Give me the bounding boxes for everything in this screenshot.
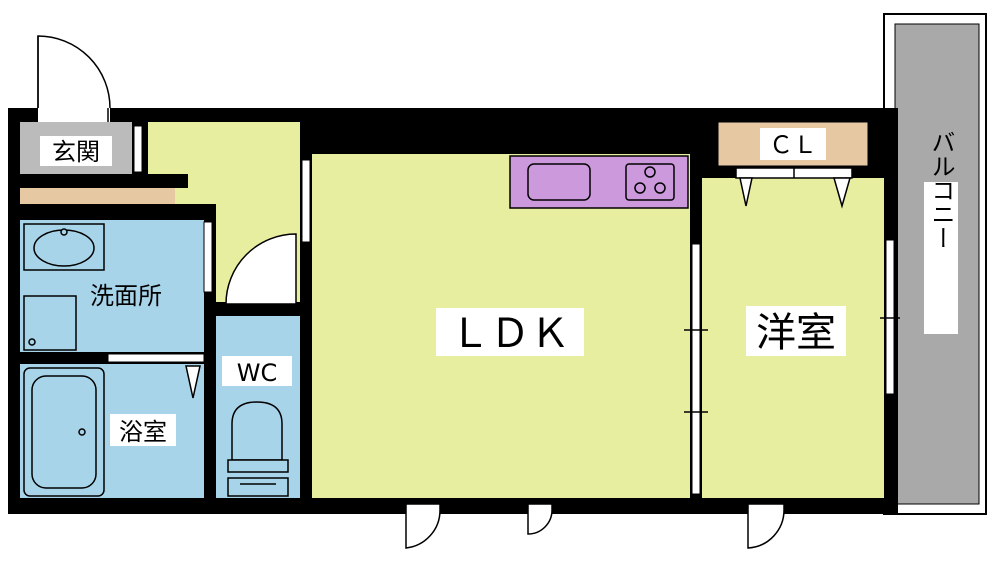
wc-door bbox=[225, 233, 297, 305]
svg-text:玄関: 玄関 bbox=[52, 138, 100, 166]
label-yokushitsu: 浴室 bbox=[110, 414, 176, 446]
label-ldk: ＬＤＫ bbox=[436, 308, 584, 357]
bottom-windows bbox=[405, 503, 785, 549]
svg-text:ＣＬ: ＣＬ bbox=[769, 131, 817, 159]
svg-text:浴室: 浴室 bbox=[119, 418, 167, 446]
label-wc: WC bbox=[222, 356, 292, 387]
label-balcony: バルコニー bbox=[924, 130, 958, 334]
bathtub bbox=[23, 367, 105, 497]
balcony bbox=[883, 13, 987, 515]
svg-text:ＬＤＫ: ＬＤＫ bbox=[450, 311, 570, 357]
toilet bbox=[227, 401, 289, 497]
label-genkan: 玄関 bbox=[40, 136, 112, 166]
wash-basin bbox=[23, 223, 105, 271]
washing-machine-space bbox=[23, 295, 77, 351]
label-youshitsu: 洋室 bbox=[746, 306, 846, 356]
kitchen-counter bbox=[509, 155, 689, 209]
svg-text:バルコニー: バルコニー bbox=[927, 130, 955, 250]
closet-doors bbox=[735, 167, 853, 209]
bathroom-door bbox=[185, 365, 201, 399]
label-closet: ＣＬ bbox=[760, 128, 826, 160]
sliding-doors bbox=[107, 125, 895, 495]
entrance-door bbox=[37, 35, 111, 122]
label-senmenjo: 洗面所 bbox=[90, 282, 162, 310]
shoe-cabinet bbox=[20, 188, 175, 204]
svg-text:洋室: 洋室 bbox=[756, 310, 836, 356]
svg-text:洗面所: 洗面所 bbox=[90, 282, 162, 310]
svg-text:WC: WC bbox=[237, 359, 278, 387]
sliding-door-marks bbox=[684, 317, 900, 413]
